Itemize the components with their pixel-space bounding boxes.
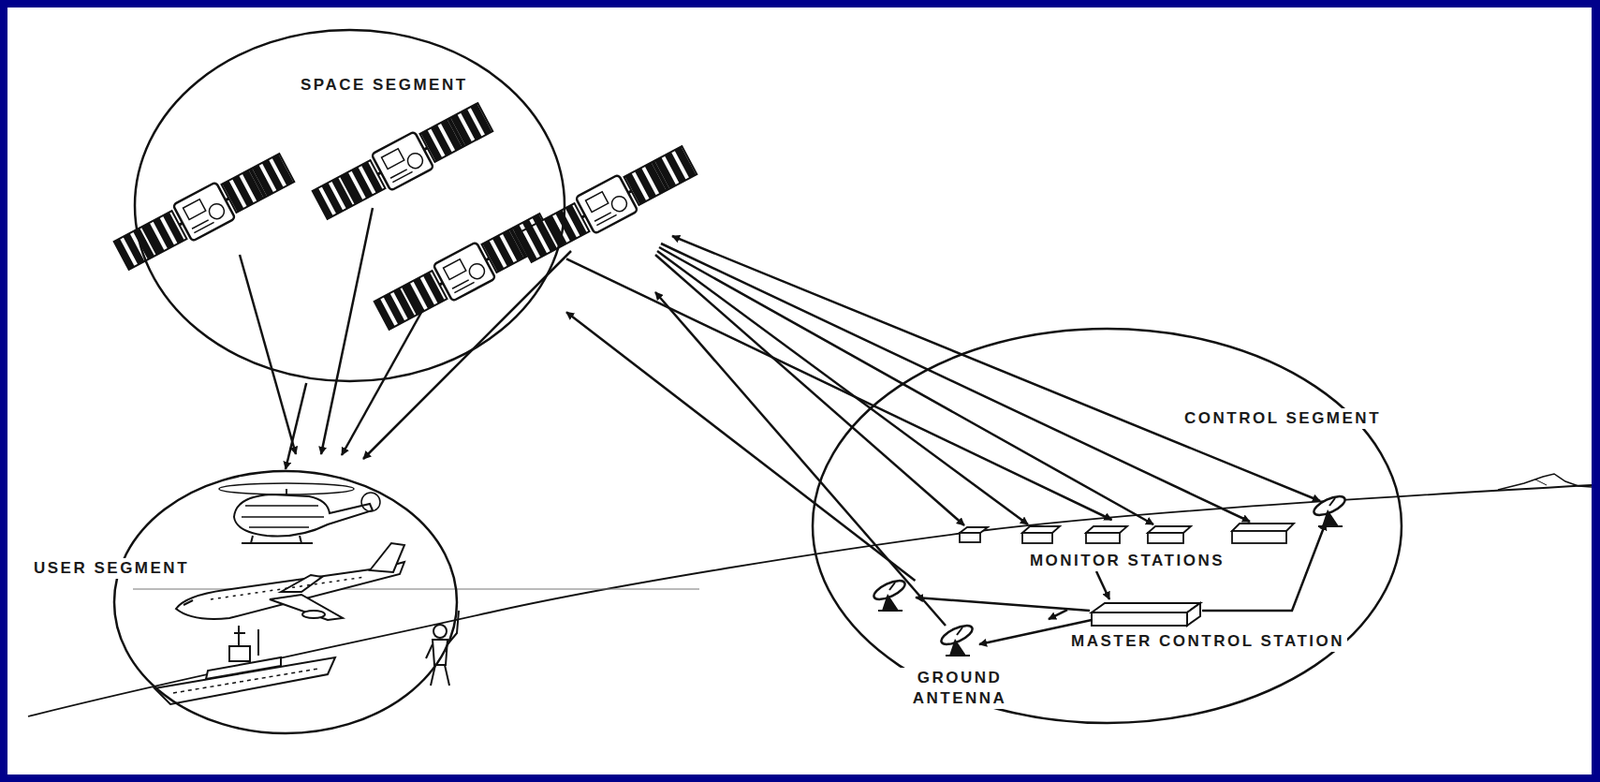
- airplane-figure: [183, 600, 193, 605]
- helicopter-figure: [234, 494, 373, 537]
- segment-label: SPACE SEGMENT: [297, 74, 471, 96]
- monitor-station-box: [1022, 532, 1053, 544]
- signal-arrow: [672, 235, 1321, 501]
- signal-connector: [566, 311, 916, 581]
- signal-arrow: [239, 254, 296, 455]
- airplane-figure: [369, 543, 405, 573]
- signal-connector: [1048, 609, 1068, 619]
- master-control-box: [1187, 602, 1201, 626]
- signal-arrow: [655, 254, 965, 526]
- label-holder: SPACE SEGMENT: [297, 74, 471, 96]
- airplane-figure: [176, 543, 405, 620]
- horizon-line: [1535, 479, 1547, 485]
- signal-connector: [566, 258, 1113, 520]
- monitor-station-box: [1232, 523, 1294, 531]
- ship-figure: [154, 657, 336, 705]
- ship-figure: [237, 625, 240, 646]
- person-figure: [433, 624, 447, 638]
- ship-figure: [234, 631, 246, 634]
- signal-arrow: [655, 292, 946, 626]
- airplane-figure: [302, 610, 325, 618]
- monitor-station-box: [959, 523, 1294, 544]
- signal-arrow: [363, 250, 572, 459]
- person-figure: [425, 644, 433, 659]
- antenna-group: GROUND ANTENNA: [870, 580, 1049, 709]
- airplane-figure: [210, 576, 366, 600]
- monitor-station-box: [1147, 526, 1191, 533]
- monitor-station-box: [1232, 530, 1287, 544]
- monitor-station-box: [1022, 526, 1060, 533]
- ground-antenna-symbol: [871, 576, 909, 611]
- signal-arrow: [659, 247, 1154, 525]
- segment-outline: [812, 328, 1402, 723]
- segment-outline: [134, 29, 565, 382]
- monitor-station-box: [959, 527, 988, 533]
- segment-outline: [114, 470, 457, 734]
- horizon-line: [28, 484, 1592, 717]
- helicopter-figure: [361, 492, 381, 512]
- signal-arrow: [321, 207, 373, 455]
- signal-connector: [1096, 571, 1110, 600]
- monitor-station-box: [1147, 532, 1184, 544]
- helicopter-figure: [241, 505, 324, 528]
- segment-outline: [810, 326, 1404, 725]
- station-label: MASTER CONTROL STATION: [1068, 631, 1348, 652]
- station-group: MONITOR STATIONS: [972, 519, 1282, 572]
- segment-circle: SPACE SEGMENT: [132, 28, 567, 383]
- horizon-line: [132, 588, 700, 590]
- segment-outline: [112, 469, 459, 735]
- label-holder: USER SEGMENT: [30, 557, 192, 579]
- master-control-box: [1091, 602, 1201, 613]
- horizon-line: [1497, 473, 1592, 490]
- ground-antenna-symbol: [871, 492, 1349, 656]
- ship-figure: [173, 668, 319, 693]
- master-control-box: [1091, 612, 1188, 626]
- signal-arrow: [657, 250, 1028, 525]
- ground-antenna-symbol: [1311, 492, 1349, 527]
- helicopter-figure: [241, 535, 313, 544]
- ship-figure: [257, 629, 260, 656]
- signal-arrow: [660, 243, 1250, 522]
- ship-figure: [154, 625, 336, 705]
- master-station: MASTER CONTROL STATION: [1067, 599, 1349, 652]
- label-holder: CONTROL SEGMENT: [1181, 408, 1384, 429]
- station-label: MONITOR STATIONS: [1027, 550, 1228, 572]
- segment-circle: MONITOR STATIONS MASTER CONTROL STATION GR…: [810, 326, 1404, 725]
- station-label: GROUND ANTENNA: [870, 667, 1049, 709]
- ground-antenna-symbol: [939, 621, 976, 656]
- monitor-station-box: [1086, 526, 1128, 533]
- helicopter-figure: [219, 483, 381, 544]
- horizon-line: [28, 473, 1592, 717]
- satellites: [111, 99, 699, 335]
- person-figure: [432, 639, 448, 665]
- master-control-box: [1091, 602, 1201, 626]
- monitor-station-box: [959, 532, 981, 543]
- satellites: [309, 99, 495, 224]
- airplane-figure: [269, 594, 343, 620]
- monitor-station-box: [1086, 532, 1120, 544]
- signal-arrow: [915, 597, 1090, 611]
- ship-figure: [229, 645, 250, 661]
- segment-label: CONTROL SEGMENT: [1181, 408, 1384, 429]
- signal-arrow: [239, 207, 1326, 645]
- segment-circle: USER SEGMENT: [112, 469, 459, 735]
- segment-label: USER SEGMENT: [30, 557, 192, 579]
